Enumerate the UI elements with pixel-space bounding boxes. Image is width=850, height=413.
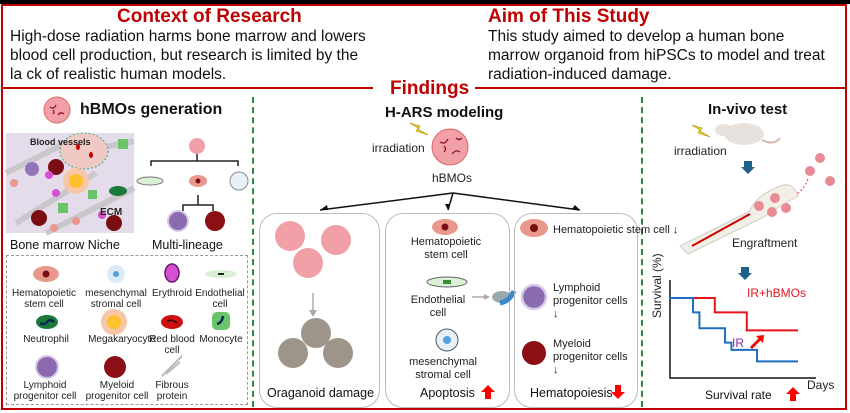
survival-curve-ir bbox=[670, 297, 798, 363]
mouse-illustration bbox=[715, 123, 781, 145]
hematopoiesis-caption: Hematopoiesis bbox=[530, 386, 613, 400]
hematopoietic-stem-cell-icon bbox=[520, 219, 548, 237]
lineage-label: Multi-lineage bbox=[152, 238, 223, 252]
niche-label: Bone marrow Niche bbox=[10, 238, 120, 252]
myeloid-progenitor-cell-icon bbox=[104, 356, 126, 378]
apoptosis-arrow-and-debris bbox=[472, 289, 517, 306]
apoptosis-cell-label: Hematopoietic stem cell bbox=[410, 236, 482, 261]
context-text: High-dose radiation harms bone marrow an… bbox=[10, 28, 366, 83]
hematopoiesis-cell-label: Lymphoid progenitor cells ↓ bbox=[553, 282, 628, 320]
series-label-ir-hbmos: IR+hBMOs bbox=[747, 286, 807, 300]
invivo-title: In-vivo test bbox=[708, 101, 788, 118]
hematopoietic-stem-cell-icon bbox=[432, 219, 458, 235]
hbmos-label: hBMOs bbox=[432, 171, 473, 185]
decrease-arrow-icon bbox=[611, 385, 625, 399]
column-divider-1 bbox=[252, 97, 254, 407]
blood-vessels-label: Blood vessels bbox=[30, 137, 91, 147]
increase-arrow-icon bbox=[481, 385, 495, 399]
legend-label: Fibrous protein bbox=[155, 380, 189, 402]
red-blood-cell-icon bbox=[161, 315, 183, 329]
survival-curve-ir-hbmos bbox=[670, 297, 798, 332]
erythroid-icon bbox=[164, 263, 180, 283]
legend-label: Hematopoietic stem cell bbox=[12, 288, 76, 310]
hbmo-organoid-icon bbox=[431, 128, 469, 166]
legend-label: Monocyte bbox=[199, 334, 243, 345]
mesenchymal-stromal-cell-icon bbox=[435, 328, 459, 352]
increase-arrow-icon bbox=[786, 387, 800, 401]
hematopoiesis-cell-label: Myeloid progenitor cells ↓ bbox=[553, 338, 628, 376]
lymphoid-progenitor-cell-icon bbox=[35, 355, 59, 379]
legend-label: Lymphoid progenitor cell bbox=[13, 380, 77, 402]
legend-label: mesenchymal stromal cell bbox=[85, 288, 147, 310]
improvement-arrow-icon bbox=[749, 335, 764, 350]
lymphoid-progenitor-cell-icon bbox=[520, 283, 548, 311]
apoptosis-panel bbox=[385, 213, 510, 408]
legend-label: Erythroid bbox=[151, 288, 192, 299]
organoid-damage-panel bbox=[259, 213, 380, 408]
legend-label: Myeloid progenitor cell bbox=[85, 380, 149, 402]
neutrophil-icon bbox=[36, 315, 58, 329]
series-label-ir: IR bbox=[732, 336, 744, 350]
endothelial-cell-icon bbox=[205, 270, 237, 278]
monocyte-icon bbox=[212, 312, 230, 330]
y-axis-label: Survival (%) bbox=[650, 253, 664, 318]
myeloid-progenitor-cell-icon bbox=[522, 341, 546, 365]
fibrous-protein-icon bbox=[161, 355, 183, 377]
divider-left bbox=[3, 87, 373, 89]
findings-title: Findings bbox=[390, 78, 470, 99]
lightning-icon bbox=[409, 122, 429, 136]
chart-axes bbox=[669, 280, 816, 379]
top-bar bbox=[0, 0, 850, 4]
hematopoiesis-panel bbox=[514, 213, 638, 408]
apoptosis-caption: Apoptosis bbox=[420, 386, 475, 400]
survival-chart bbox=[669, 280, 816, 379]
ecm-label: ECM bbox=[100, 207, 123, 218]
hematopoietic-stem-cell-icon bbox=[33, 266, 59, 282]
bone-engraftment-illustration bbox=[679, 153, 835, 255]
flow-arrow-icon bbox=[741, 161, 755, 174]
context-title: Context of Research bbox=[117, 6, 302, 27]
mesenchymal-stromal-cell-icon bbox=[107, 265, 125, 283]
organoid-icon bbox=[43, 96, 71, 124]
organoid-damage-caption: Oraganoid damage bbox=[267, 386, 375, 400]
legend-label: Neutrophil bbox=[23, 334, 69, 345]
bone-marrow-niche-illustration bbox=[4, 132, 136, 236]
organoid-damage-illustration bbox=[275, 221, 353, 368]
figure-frame bbox=[1, 4, 847, 410]
branch-arrows bbox=[319, 192, 581, 211]
modeling-title: H-ARS modeling bbox=[385, 104, 504, 121]
endothelial-cell-icon bbox=[426, 276, 468, 288]
legend-label: Megakaryocyte bbox=[88, 334, 156, 345]
legend-label: Red blood cell bbox=[149, 334, 195, 356]
engraftment-label: Engraftment bbox=[732, 236, 798, 250]
irradiation-label: irradiation bbox=[372, 141, 425, 155]
multi-lineage-tree bbox=[136, 138, 249, 232]
cell-legend: Hematopoietic stem cell mesenchymal stro… bbox=[6, 255, 248, 405]
hematopoiesis-cell-label: Hematopoietic stem cell ↓ bbox=[553, 224, 679, 236]
megakaryocyte-icon bbox=[101, 309, 127, 335]
generation-title: hBMOs generation bbox=[80, 101, 223, 118]
x-axis-label: Days bbox=[807, 378, 835, 392]
legend-label: Endothelial cell bbox=[195, 288, 245, 310]
aim-title: Aim of This Study bbox=[488, 6, 650, 27]
lightning-icon bbox=[691, 124, 711, 138]
aim-text: This study aimed to develop a human bone… bbox=[488, 28, 825, 83]
invivo-irradiation-label: irradiation bbox=[674, 144, 727, 158]
apoptosis-cell-label: Endothelial cell bbox=[410, 294, 466, 319]
column-divider-2 bbox=[641, 97, 643, 407]
apoptosis-cell-label: mesenchymal stromal cell bbox=[409, 356, 477, 381]
survival-caption: Survival rate bbox=[705, 388, 772, 402]
divider-right bbox=[475, 87, 847, 89]
flow-arrow-icon bbox=[738, 267, 752, 280]
